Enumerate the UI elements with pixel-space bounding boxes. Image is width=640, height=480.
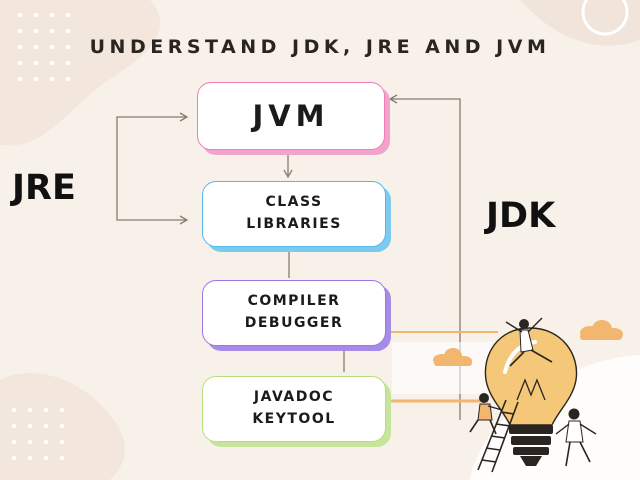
jre-arrow-to-jvm xyxy=(179,112,189,122)
white-panel-behind-lightbulb xyxy=(392,342,492,394)
javadoc-keytool-box: JAVADOC KEYTOOL xyxy=(202,376,386,442)
cloud-icon-left xyxy=(433,348,472,366)
cloud-icon-right xyxy=(580,320,623,340)
class-libraries-line-2: LIBRARIES xyxy=(246,216,342,232)
javadoc-keytool-line-1: JAVADOC xyxy=(253,389,335,406)
jvm-box: JVM xyxy=(197,82,385,150)
class-libraries-box: CLASS LIBRARIES xyxy=(202,181,386,247)
jdk-label: JDK xyxy=(486,196,556,236)
lightbulb-icon xyxy=(484,327,578,466)
dot-pattern-bottom-left xyxy=(11,407,65,461)
class-libraries-line-1: CLASS xyxy=(265,194,323,211)
compiler-debugger-text: COMPILER DEBUGGER xyxy=(245,291,344,334)
person-icon-top xyxy=(505,317,553,367)
ladder-icon xyxy=(477,399,519,473)
diagram-title: UNDERSTAND JDK, JRE AND JVM xyxy=(89,36,551,58)
jvm-box-label: JVM xyxy=(252,98,330,133)
jre-label: JRE xyxy=(12,168,76,208)
arrow-head-class-libraries xyxy=(283,169,293,179)
class-libraries-text: CLASS LIBRARIES xyxy=(246,192,342,235)
dot-pattern-top-left xyxy=(17,12,71,82)
decorative-circle-top-right xyxy=(581,0,629,36)
jre-bracket-connector xyxy=(116,116,186,221)
jdk-arrow-to-jvm xyxy=(388,94,398,104)
compiler-debugger-line-2: DEBUGGER xyxy=(244,315,344,331)
javadoc-keytool-text: JAVADOC KEYTOOL xyxy=(252,387,335,430)
compiler-debugger-line-1: COMPILER xyxy=(247,293,341,310)
person-icon-ladder xyxy=(469,393,503,435)
jre-arrow-to-class-libraries xyxy=(179,215,189,225)
compiler-debugger-box: COMPILER DEBUGGER xyxy=(202,280,386,346)
background-blob-left xyxy=(0,0,161,146)
person-icon-right xyxy=(555,408,597,467)
jdk-bracket-connector xyxy=(390,98,461,420)
javadoc-keytool-line-2: KEYTOOL xyxy=(252,411,336,427)
